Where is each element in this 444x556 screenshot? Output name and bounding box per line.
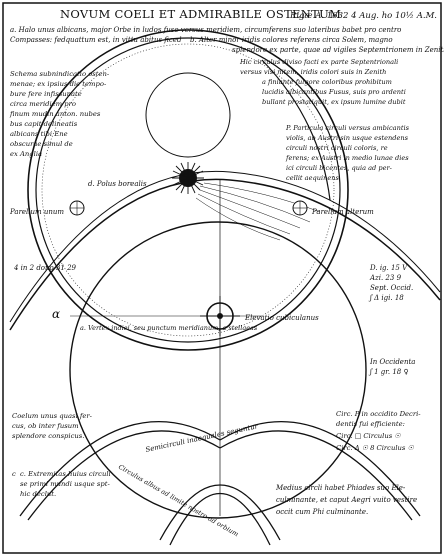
label-parhelion-right: Parelium alterum [311, 208, 374, 216]
right-text-block-mid: P. Particula circuli versus ambicantis v… [285, 124, 410, 182]
label-parhelion-left: Parelium unum [9, 208, 64, 216]
top-note-2: Compasses: fedquattum est, in vittu abit… [10, 36, 182, 44]
top-notes: a. Halo unus albicans, major Orbe in lud… [10, 26, 444, 54]
upper-right-arc [261, 59, 331, 201]
parhelic-arc-inner [9, 170, 441, 323]
left-line-5: finum mudin anton. nubes [9, 110, 101, 118]
right-mid-4: ferens; ex Austri in medio lunae dies [285, 154, 409, 162]
right-low-1: D. ig. 15 V [369, 264, 408, 272]
left-bottom-1: Coelum unus quasi fer- [12, 412, 93, 420]
right-top-4: lucidis albicantibus Fusus, suis pro ard… [262, 88, 406, 96]
left-text-block: Schema subnindicatio osten- menae; ex ip… [9, 70, 110, 158]
label-center-letter: α [52, 307, 60, 321]
left-line-1: Schema subnindicatio osten- [10, 70, 110, 78]
right-mid-6: cellit aequinens [286, 174, 339, 182]
top-note-1: a. Halo unus albicans, major Orbe in lud… [10, 26, 401, 34]
inner-halo [145, 72, 231, 158]
footer-1: Medius circli habet Phiades suo Ele- [275, 484, 406, 492]
right-mid-2: violis, ab Austri sin usque estendens [286, 134, 409, 142]
plate-title: NOVUM COELI ET ADMIRABILE OSTENTUM [60, 7, 341, 21]
right-top-5: bullant prostatiquit, ex ipsum lumine du… [262, 98, 406, 106]
right-low-5: In Occidenta [369, 358, 415, 366]
left-bottom-2: cus, ob inter fusum [12, 422, 79, 430]
right-mid-3: circuli nostri circuli coloris, re [286, 144, 388, 152]
top-note-4: splendore ex parte, quae ad vigiles Sept… [232, 46, 444, 54]
left-line-9: ex Anglia [10, 150, 42, 158]
left-bottom-3: splendore conspicus. [12, 432, 84, 440]
left-line-8: obscurae simul de [10, 140, 73, 148]
right-mid-1: P. Particula circuli versus ambicantis [285, 124, 410, 132]
sun-icon [172, 162, 204, 194]
label-pole: d. Polus borealis [88, 180, 147, 188]
right-text-block-top: Hic circulus diviso facti ex parte Septe… [239, 58, 406, 106]
top-note-3: b. Alter minor iridis colores referens c… [190, 36, 393, 44]
right-low-4: ʃ Δ igi. 18 [368, 294, 404, 302]
left-bottom2-1: c. Extremitas huius circuli [20, 470, 111, 478]
label-bottom-letter: c [12, 470, 16, 478]
left-bottom2-2: se primi mundi usque spt- [20, 480, 110, 488]
left-bottom-block: Coelum unus quasi fer- cus, ob inter fus… [12, 412, 93, 440]
right-low-6: ʃ 1 gr. 18 ♀ [368, 368, 409, 376]
left-line-2: menae; ex ipsius die tempo- [10, 80, 107, 88]
left-line-4: circa meridiem pro [10, 100, 76, 108]
semicircle-arcs [19, 421, 421, 546]
footer-note: Medius circli habet Phiades suo Ele- cul… [275, 484, 417, 516]
great-halo [27, 29, 349, 351]
parhelion-right-icon [292, 200, 308, 216]
right-bottom-1: Circ. P in occidito Decri- [336, 410, 421, 418]
parhelion-left-icon [69, 200, 85, 216]
right-bottom-4: Circ. Δ ☉ 8 Circulus ☉ [336, 444, 415, 452]
left-bottom-block-2: c c. Extremitas huius circuli se primi m… [12, 470, 111, 498]
label-dist: 4 in 2 dono 31 29 [13, 264, 77, 272]
right-top-2: versus visi nitem, iridis colori suis in… [240, 68, 386, 76]
label-elevation: Elevatio cubiculanus [244, 314, 319, 322]
left-bottom2-3: hic declut. [20, 490, 56, 498]
right-top-3: a finiante fulgore coloribus prohibitum [262, 78, 392, 86]
right-bottom-block: Circ. P in occidito Decri- dentis fui ef… [336, 410, 421, 452]
right-mid-5: ici circuli bicentes, quia ad per- [286, 164, 392, 172]
left-line-7: albicans tibi Ene [10, 130, 68, 138]
right-top-1: Hic circulus diviso facti ex parte Septe… [239, 58, 398, 66]
right-bottom-3: Circ. □ Circulus ☉ [336, 432, 401, 440]
right-bottom-2: dentis fui efficiente: [336, 420, 405, 428]
left-line-3: bure fere infissunate [10, 90, 82, 98]
right-text-block-low: D. ig. 15 V Azi. 23 9 Sept. Occid. ʃ Δ i… [368, 264, 415, 376]
right-low-3: Sept. Occid. [370, 284, 413, 292]
footer-2: culminante, et caput Aegri vuito vestire [276, 496, 417, 504]
right-low-2: Azi. 23 9 [369, 274, 402, 282]
left-line-6: bus capit delineatis [10, 120, 78, 128]
horizon-circle [69, 221, 367, 519]
footer-3: occit cum Phi culminante. [276, 508, 368, 516]
parhelic-arc [9, 178, 441, 331]
label-zenith: a. Vertex indiei, seu punctum meridianum… [80, 324, 258, 332]
plate-subtitle: Rigæ A. 1632 4 Aug. ho 10½ A.M. [289, 10, 437, 21]
label-lower-circle: Circulus albus ad limite nostro ad orbiu… [117, 463, 240, 539]
sun-rays [195, 182, 321, 241]
